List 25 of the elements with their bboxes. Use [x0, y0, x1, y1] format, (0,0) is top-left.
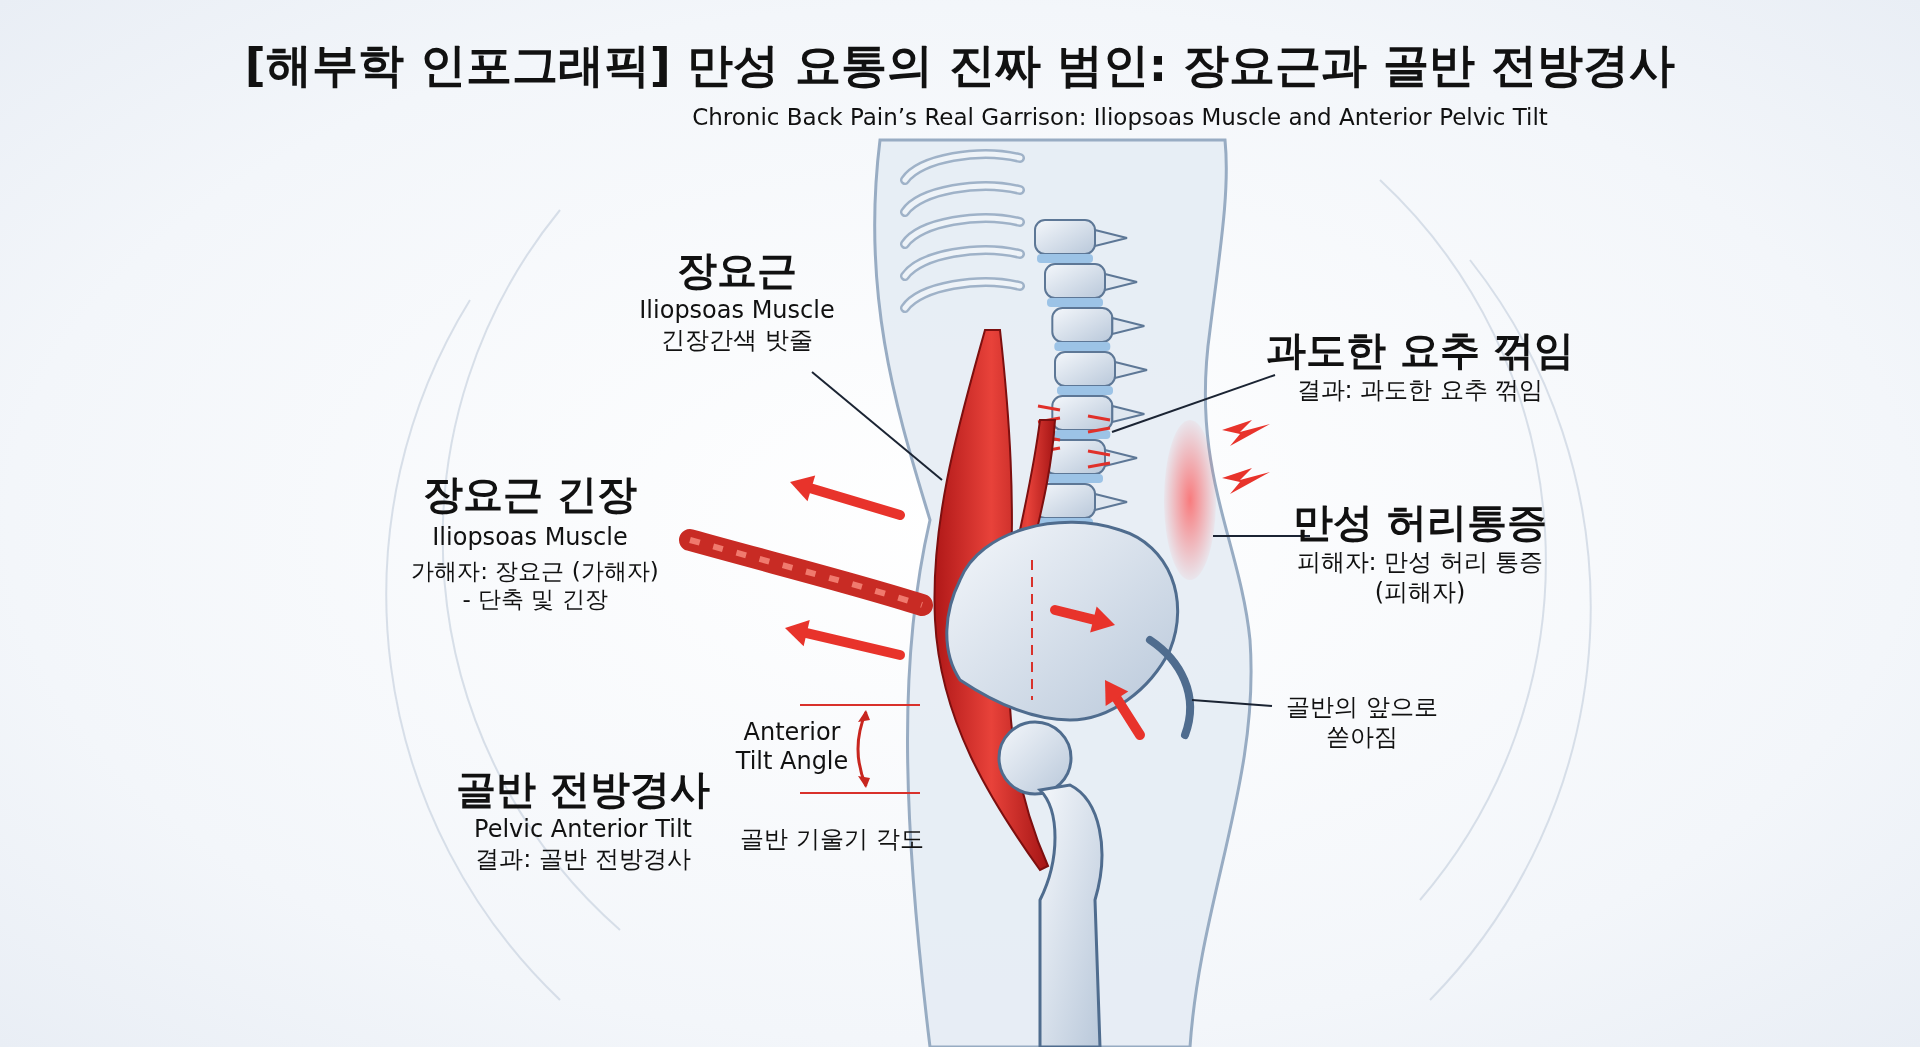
description: 긴장간색 밧줄: [660, 325, 814, 355]
description: 결과: 과도한 요추 꺾임: [1295, 375, 1545, 405]
term: Iliopsoas Muscle: [432, 523, 628, 552]
pelvis-drawing: [945, 520, 1195, 739]
leader-line: [1212, 535, 1311, 537]
lumbar-spine-drawing: [1034, 219, 1148, 527]
angle-label: Anterior Tilt Angle: [734, 718, 850, 776]
title: [해부학 인포그래픽] 만성 요통의 진짜 범인: 장요근과 골반 전방경사: [244, 38, 1676, 94]
callout-text: 골반의 앞으로 쏟아짐: [1285, 692, 1439, 752]
description: Iliopsoas Muscle: [638, 295, 836, 325]
description: 피해자: 만성 허리 통증 (피해자): [1295, 547, 1545, 607]
angle-label: 골반 기울기 각도: [740, 825, 924, 854]
leader-line: [811, 371, 943, 481]
heading: 장요근: [676, 246, 798, 295]
subtitle: Chronic Back Pain’s Real Garrison: Iliopsoas Muscle and Anterior Pelvic Tilt: [692, 104, 1548, 132]
description: 가해자: 장요근 (가해자) - 단축 및 긴장: [410, 558, 660, 614]
heading: 장요근 긴장: [423, 470, 637, 518]
pain-glow: [1164, 420, 1216, 580]
leader-line: [1191, 699, 1273, 707]
heading: 골반 전방경사: [456, 765, 710, 813]
description: 결과: 골반 전방경사: [475, 845, 691, 874]
leader-line: [1111, 374, 1276, 433]
term: Pelvic Anterior Tilt: [474, 815, 692, 844]
heading: 만성 허리통증: [1292, 498, 1548, 547]
heading: 과도한 요추 꺾임: [1265, 326, 1575, 375]
